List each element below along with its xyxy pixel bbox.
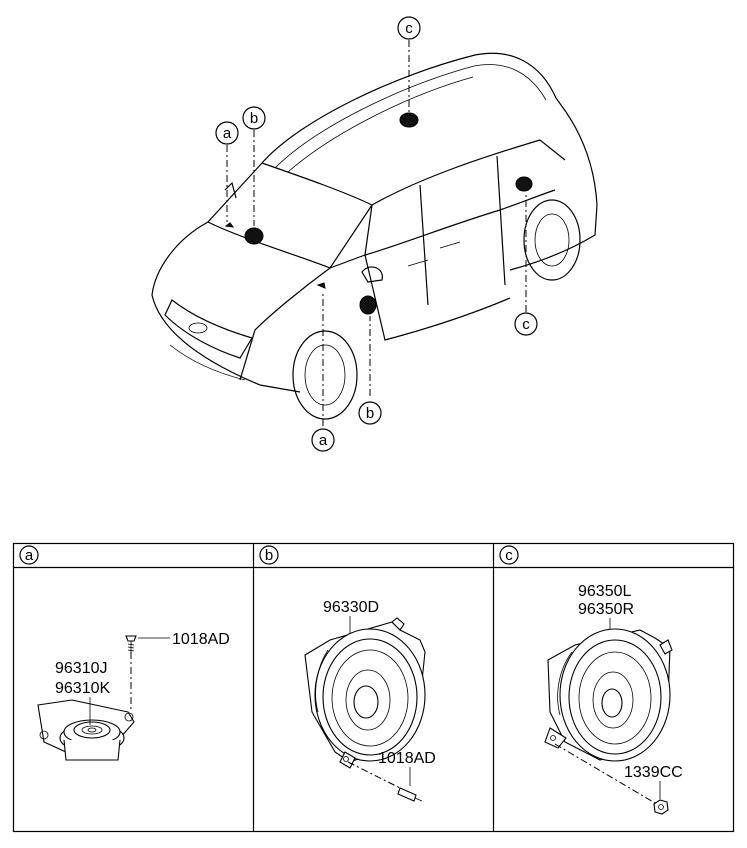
nut-icon xyxy=(653,799,669,815)
door-speaker-icon xyxy=(544,628,673,762)
panel-b-part-label: 96330D xyxy=(323,599,379,616)
tweeter-marker-lower xyxy=(316,282,326,289)
svg-text:c: c xyxy=(522,316,530,333)
vehicle-illustration xyxy=(151,52,598,420)
svg-text:c: c xyxy=(505,547,513,564)
panel-b-screw-label: 1018AD xyxy=(378,750,436,767)
callout-lower-b: b xyxy=(358,401,382,425)
front-door-upper-speaker-marker xyxy=(244,227,264,245)
svg-text:b: b xyxy=(250,110,258,127)
svg-text:a: a xyxy=(319,432,328,449)
leader-lines xyxy=(226,40,527,426)
callout-top-c: c xyxy=(397,16,421,40)
screw-icon xyxy=(125,635,137,652)
svg-text:b: b xyxy=(265,547,273,564)
callout-upper-b: b xyxy=(242,106,266,130)
panel-c-nut-label: 1339CC xyxy=(624,764,683,781)
screw-icon xyxy=(397,787,423,802)
rear-speaker-marker xyxy=(515,176,533,192)
callout-rear-c: c xyxy=(514,312,538,336)
table-header-b: b xyxy=(259,545,279,565)
tweeter-marker-upper xyxy=(224,222,235,228)
panel-a-part-label-2: 96310K xyxy=(55,680,110,697)
table-header-c: c xyxy=(499,545,519,565)
front-door-speaker-marker xyxy=(359,295,377,315)
tweeter-speaker-icon xyxy=(37,699,135,761)
panel-c-part-label-1: 96350L xyxy=(578,583,631,600)
callout-upper-a: a xyxy=(215,121,239,145)
callout-lower-a: a xyxy=(311,428,335,452)
panel-c: 96350L 96350R 1339CC xyxy=(544,583,683,815)
vehicle-speaker-markers xyxy=(224,112,533,315)
panel-a-screw-label: 1018AD xyxy=(172,631,230,648)
panel-b: 96330D 1018AD xyxy=(304,599,436,802)
panel-c-part-label-2: 96350R xyxy=(578,601,634,618)
svg-text:c: c xyxy=(405,20,413,37)
svg-text:a: a xyxy=(223,125,232,142)
panel-a: 1018AD 96310J 96310K xyxy=(37,631,230,761)
parts-table xyxy=(12,542,735,833)
svg-text:a: a xyxy=(25,547,34,564)
door-speaker-icon xyxy=(304,617,426,769)
svg-text:b: b xyxy=(366,405,374,422)
roof-speaker-marker xyxy=(399,112,419,128)
table-header-a: a xyxy=(19,545,39,565)
panel-a-part-label-1: 96310J xyxy=(55,660,108,677)
